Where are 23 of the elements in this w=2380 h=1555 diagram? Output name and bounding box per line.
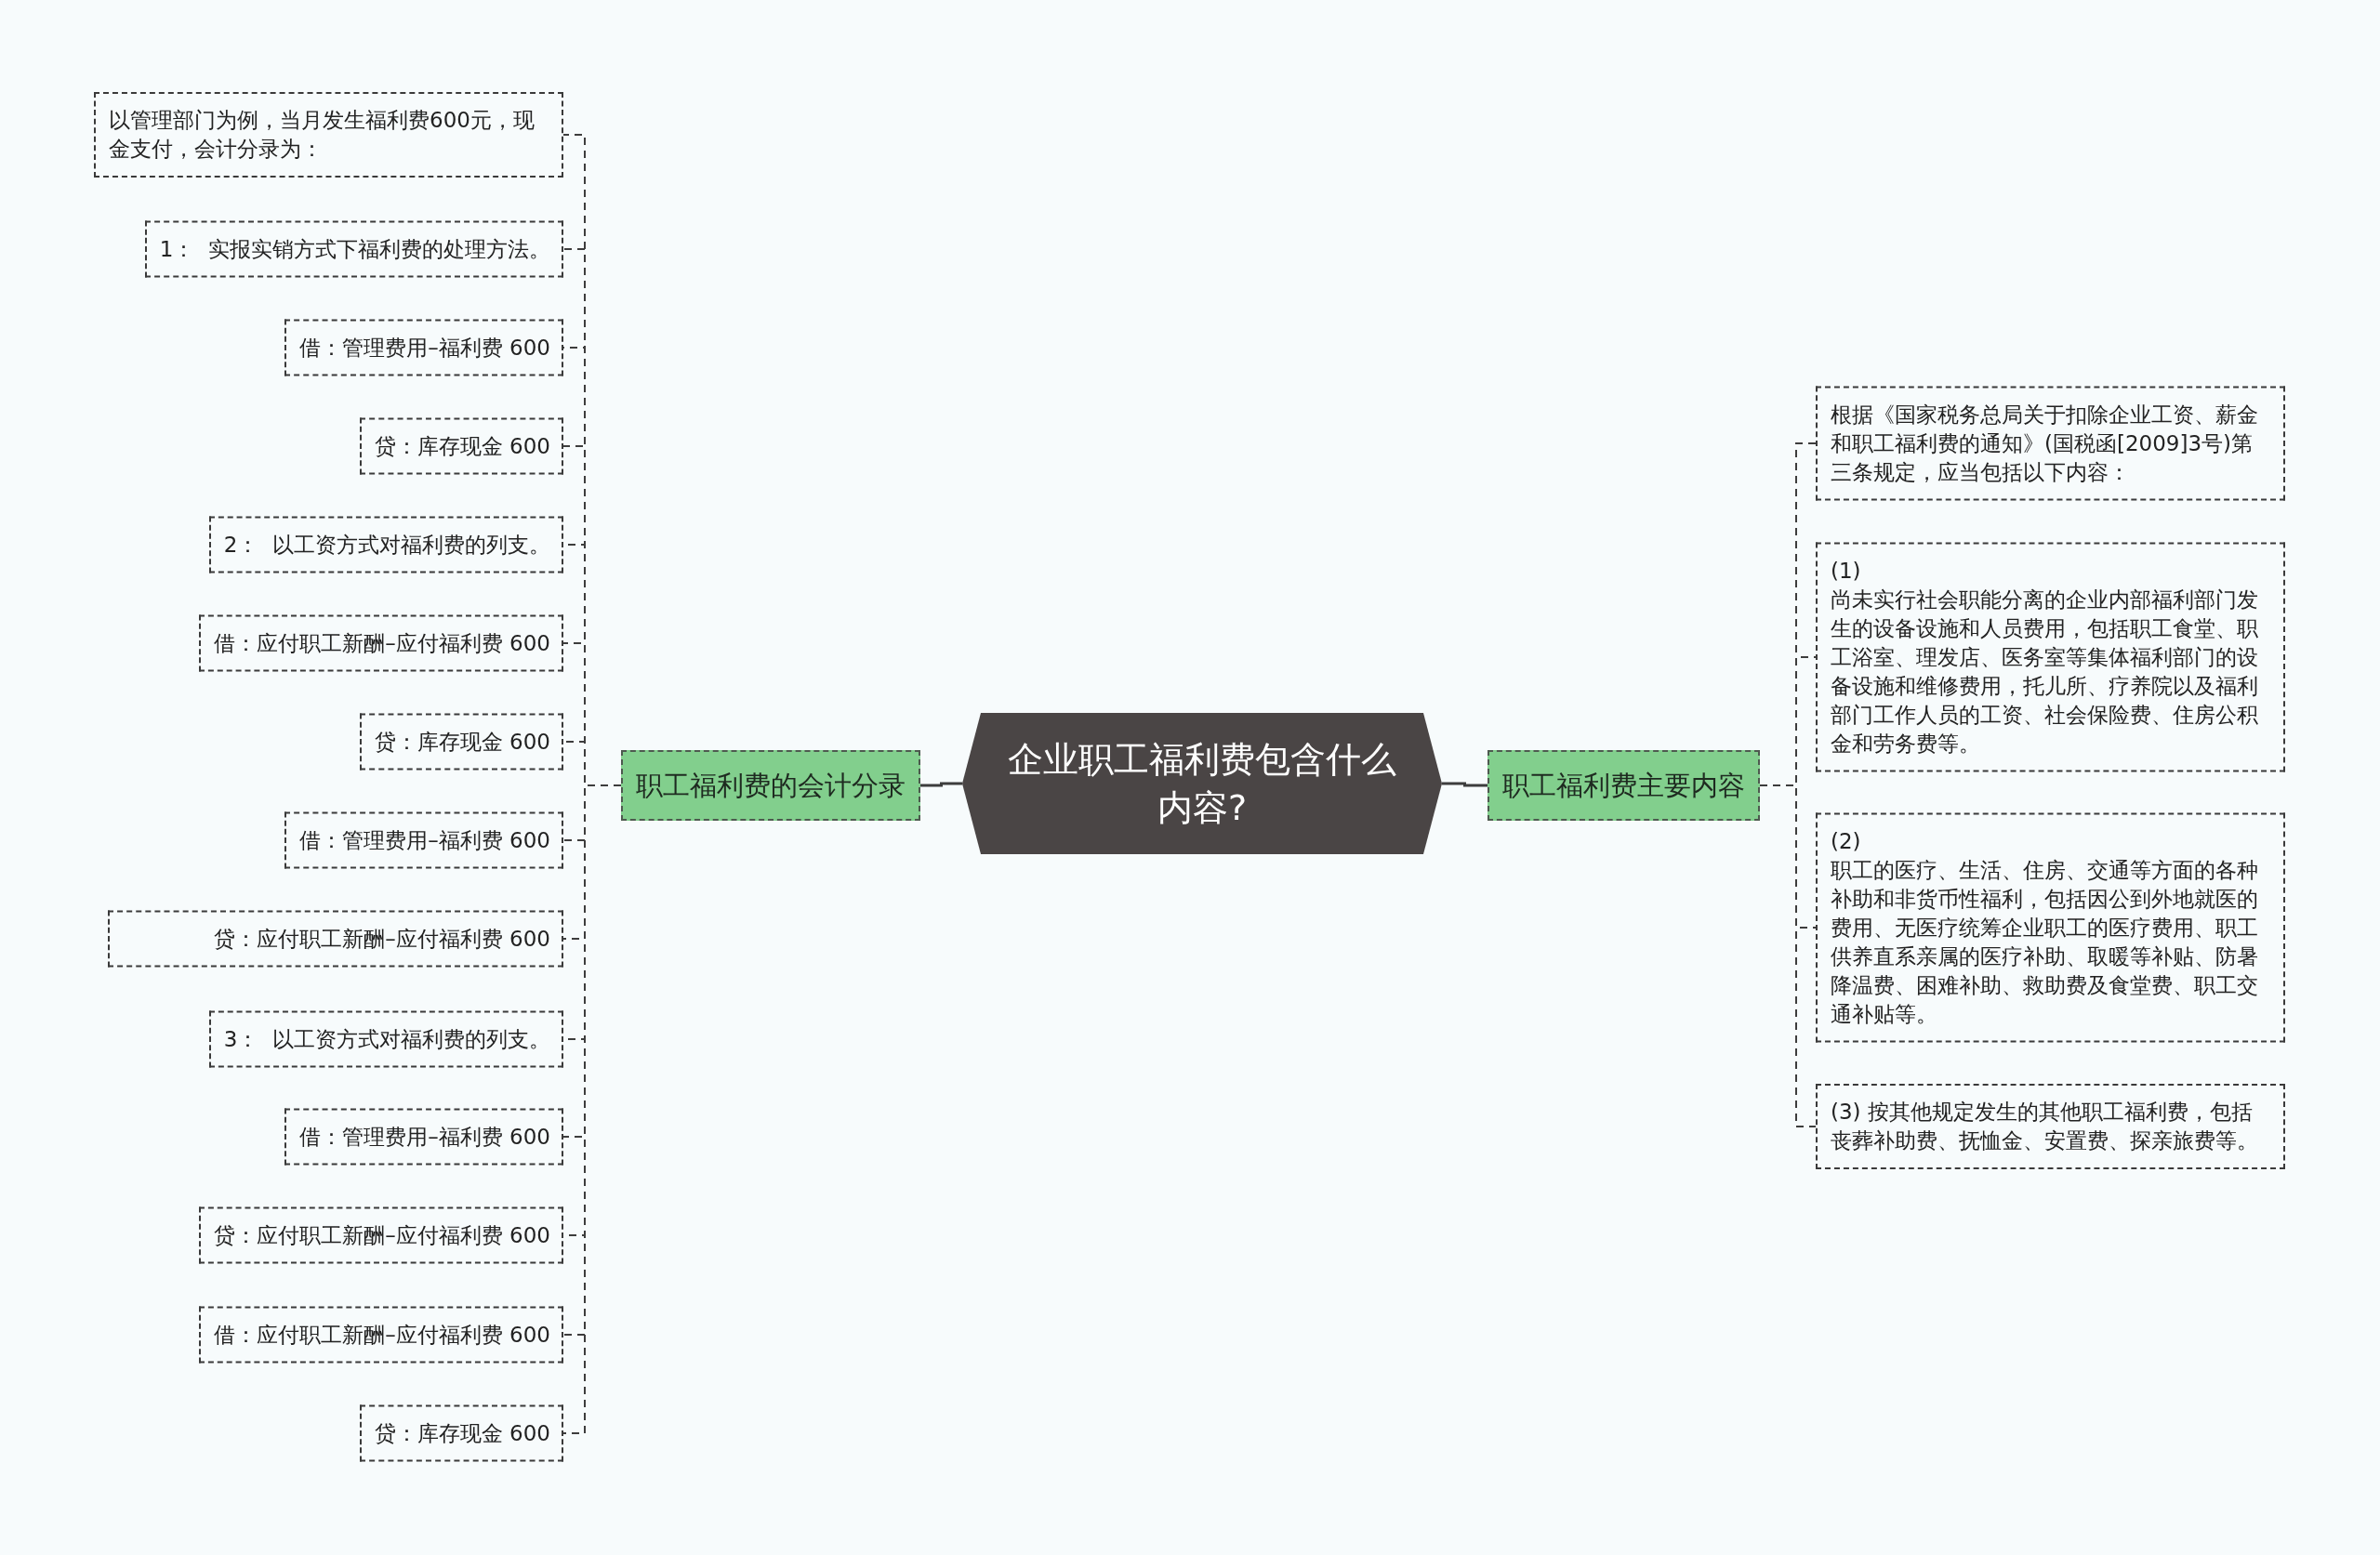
leaf-topic: 贷：库存现金 600	[359, 417, 563, 475]
leaf-topic: 贷：应付职工新酬–应付福利费 600	[108, 910, 563, 968]
central-topic: 企业职工福利费包含什么内容?	[962, 713, 1442, 854]
leaf-topic: 1： 实报实销方式下福利费的处理方法。	[144, 220, 563, 278]
leaf-topic: (3) 按其他规定发生的其他职工福利费，包括丧葬补助费、抚恤金、安置费、探亲旅费等。	[1816, 1084, 2285, 1169]
leaf-topic: 贷：库存现金 600	[359, 1404, 563, 1462]
branch-topic: 职工福利费的会计分录	[621, 750, 920, 821]
leaf-topic: 根据《国家税务总局关于扣除企业工资、薪金和职工福利费的通知》(国税函[2009]3号)第三条规定，应当包括以下内容：	[1816, 386, 2285, 501]
leaf-topic: 贷：应付职工新酬–应付福利费 600	[199, 1206, 563, 1264]
leaf-topic: 借：应付职工新酬–应付福利费 600	[199, 614, 563, 672]
leaf-topic: 借：管理费用–福利费 600	[284, 1108, 563, 1166]
leaf-topic: 借：管理费用–福利费 600	[284, 811, 563, 869]
leaf-topic: 3： 以工资方式对福利费的列支。	[208, 1010, 563, 1068]
branch-topic: 职工福利费主要内容	[1488, 750, 1760, 821]
connector-line	[1442, 782, 1488, 787]
connector-line	[920, 782, 962, 787]
leaf-topic: 以管理部门为例，当月发生福利费600元，现金支付，会计分录为：	[94, 92, 563, 178]
leaf-topic: (2) 职工的医疗、生活、住房、交通等方面的各种补助和非货币性福利，包括因公到外地就医的费用、无医疗统筹企业职工的医疗费用、职工供养直系亲属的医疗补助、取暖等补贴、防暑降温费、困难补助、救助费及食堂费、职工交通补贴等。	[1816, 812, 2285, 1043]
leaf-topic: 贷：库存现金 600	[359, 713, 563, 771]
leaf-topic: 借：应付职工新酬–应付福利费 600	[199, 1306, 563, 1364]
leaf-topic: 2： 以工资方式对福利费的列支。	[208, 516, 563, 573]
leaf-topic: 借：管理费用–福利费 600	[284, 319, 563, 376]
leaf-topic: (1) 尚未实行社会职能分离的企业内部福利部门发生的设备设施和人员费用，包括职工食堂、职工浴室、理发店、医务室等集体福利部门的设备设施和维修费用，托儿所、疗养院以及福利部门工作人员的工资、社会保险费、住房公积金和劳务费等。	[1816, 542, 2285, 772]
